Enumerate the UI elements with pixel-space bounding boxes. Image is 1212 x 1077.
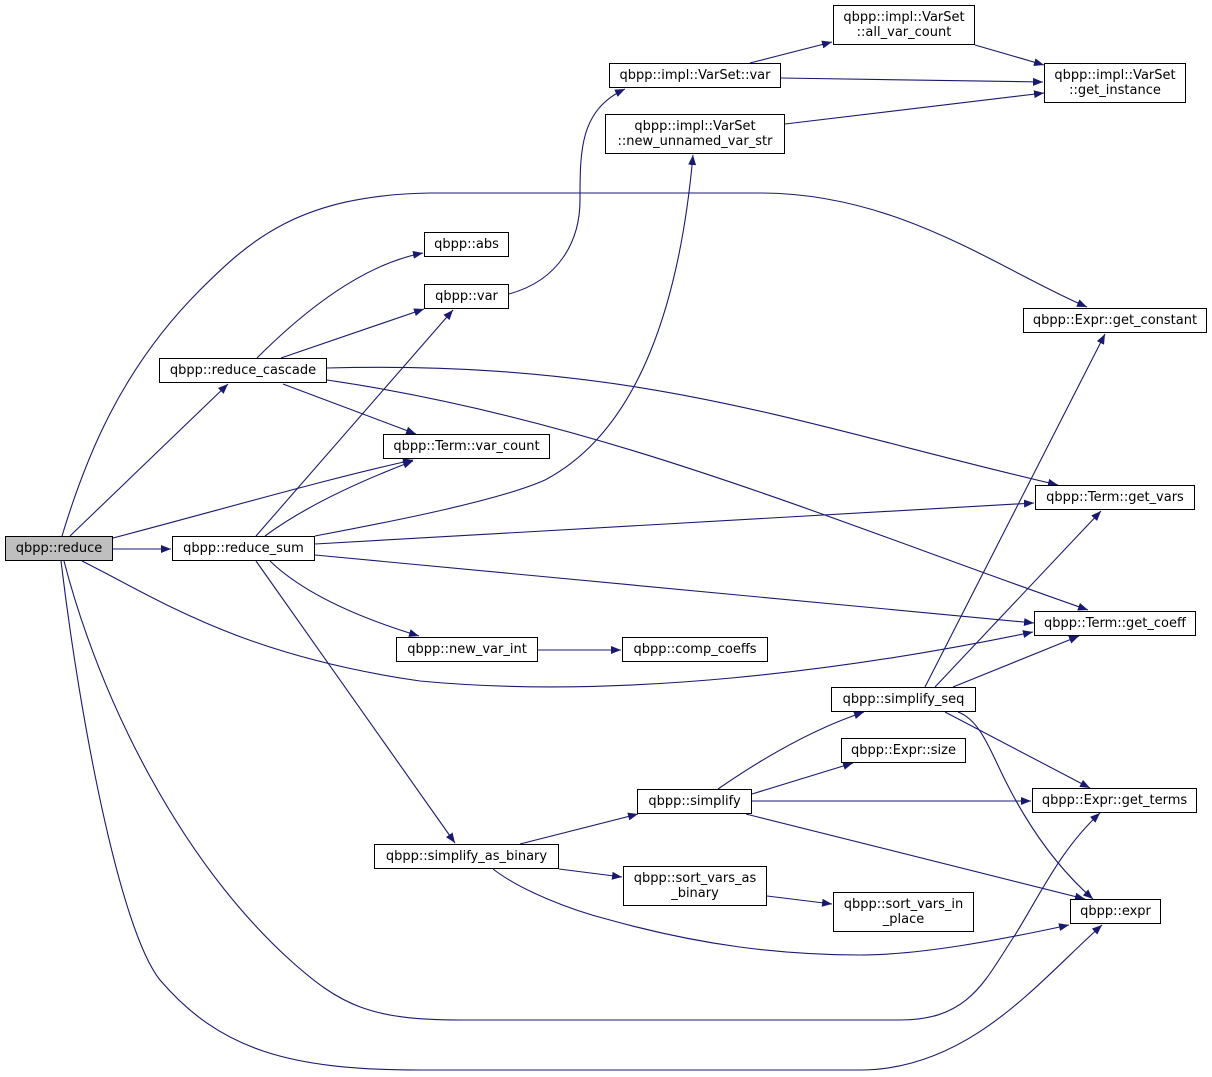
- node-varset-get-instance[interactable]: qbpp::impl::VarSet::get_instance: [1044, 63, 1186, 103]
- node-simplify[interactable]: qbpp::simplify: [637, 789, 752, 814]
- node-label-line: qbpp::reduce: [15, 541, 103, 556]
- node-label-line: ::all_var_count: [856, 25, 952, 40]
- edge-reduce-cascade-to-abs: [256, 250, 424, 359]
- node-label-line: qbpp::Term::get_coeff: [1044, 616, 1186, 631]
- edge-reduce-to-expr-get-terms: [63, 560, 1101, 1021]
- node-label-line: qbpp::reduce_sum: [183, 541, 304, 556]
- node-term-get-vars[interactable]: qbpp::Term::get_vars: [1035, 485, 1195, 510]
- edge-reduce-to-term-get-coeff: [81, 560, 1034, 688]
- edge-simplify-as-binary-to-sort-vars-as-binary: [558, 868, 623, 880]
- node-label-line: qbpp::Expr::size: [850, 743, 956, 758]
- node-reduce[interactable]: qbpp::reduce: [5, 536, 113, 561]
- edge-reduce-sum-to-new-var-int: [269, 560, 420, 637]
- node-reduce-cascade[interactable]: qbpp::reduce_cascade: [159, 358, 327, 383]
- edge-reduce-to-expr-get-constant: [61, 192, 1088, 537]
- node-varset-var[interactable]: qbpp::impl::VarSet::var: [609, 63, 781, 88]
- node-expr-size[interactable]: qbpp::Expr::size: [841, 738, 966, 763]
- edge-reduce-to-expr: [60, 560, 1103, 1071]
- node-sort-vars-in-place[interactable]: qbpp::sort_vars_in_place: [833, 892, 974, 932]
- node-label-line: qbpp::impl::VarSet: [634, 119, 756, 134]
- node-label-line: qbpp::Expr::get_terms: [1041, 793, 1188, 808]
- node-var[interactable]: qbpp::var: [424, 284, 509, 309]
- edge-varset-new-unnamed-var-str-to-varset-get-instance: [784, 90, 1045, 125]
- edge-simplify-seq-to-expr-get-constant: [924, 333, 1106, 688]
- edge-reduce-cascade-to-term-get-coeff: [326, 379, 1089, 611]
- node-label-line: ::new_unnamed_var_str: [617, 134, 773, 149]
- edge-reduce-sum-to-term-get-vars: [314, 499, 1035, 545]
- node-label-line: qbpp::sort_vars_as: [633, 871, 757, 886]
- node-label-line: qbpp::expr: [1080, 904, 1151, 919]
- node-abs[interactable]: qbpp::abs: [424, 232, 509, 257]
- node-comp-coeffs[interactable]: qbpp::comp_coeffs: [622, 637, 768, 662]
- edge-varset-var-to-varset-get-instance: [780, 77, 1044, 86]
- edge-simplify-as-binary-to-expr: [492, 868, 1070, 956]
- edge-simplify-to-expr-size: [751, 762, 854, 795]
- node-simplify-as-binary[interactable]: qbpp::simplify_as_binary: [374, 844, 559, 869]
- node-simplify-seq[interactable]: qbpp::simplify_seq: [831, 687, 976, 712]
- node-label-line: ::get_instance: [1069, 83, 1161, 98]
- edge-simplify-seq-to-expr: [957, 711, 1094, 900]
- edge-reduce-cascade-to-term-get-vars: [326, 366, 1059, 487]
- edge-reduce-sum-to-simplify-as-binary: [255, 560, 456, 844]
- edge-simplify-seq-to-term-get-coeff: [952, 635, 1080, 688]
- edge-reduce-cascade-to-var: [280, 308, 425, 359]
- edge-sort-vars-as-binary-to-sort-vars-in-place: [766, 895, 833, 907]
- node-expr-get-constant[interactable]: qbpp::Expr::get_constant: [1023, 308, 1207, 333]
- node-expr-get-terms[interactable]: qbpp::Expr::get_terms: [1032, 788, 1197, 813]
- node-varset-all-var-count[interactable]: qbpp::impl::VarSet::all_var_count: [833, 5, 975, 45]
- node-term-get-coeff[interactable]: qbpp::Term::get_coeff: [1034, 611, 1196, 636]
- edge-reduce-sum-to-var: [255, 309, 454, 537]
- node-label-line: qbpp::simplify: [648, 794, 741, 809]
- edge-simplify-seq-to-term-get-vars: [934, 510, 1102, 688]
- edge-reduce-to-reduce-cascade: [69, 383, 229, 537]
- node-label-line: qbpp::Term::var_count: [393, 439, 540, 454]
- node-label-line: qbpp::impl::VarSet::var: [619, 68, 771, 83]
- node-label-line: qbpp::simplify_as_binary: [385, 849, 548, 864]
- node-label-line: _place: [882, 912, 925, 927]
- node-label-line: qbpp::Expr::get_constant: [1032, 313, 1198, 328]
- node-label-line: qbpp::comp_coeffs: [633, 642, 757, 657]
- edge-reduce-sum-to-term-get-coeff: [314, 554, 1035, 627]
- node-label-line: _binary: [671, 886, 719, 901]
- node-label-line: qbpp::Term::get_vars: [1046, 490, 1184, 505]
- edge-varset-all-var-count-to-varset-get-instance: [974, 44, 1045, 67]
- node-label-line: qbpp::impl::VarSet: [1054, 68, 1176, 83]
- edge-reduce-sum-to-varset-new-unnamed-var-str: [314, 154, 697, 537]
- node-label-line: qbpp::impl::VarSet: [843, 10, 965, 25]
- node-label-line: qbpp::abs: [434, 237, 499, 252]
- node-term-var-count[interactable]: qbpp::Term::var_count: [383, 434, 550, 459]
- edge-reduce-cascade-to-term-var-count: [282, 383, 417, 435]
- node-sort-vars-as-binary[interactable]: qbpp::sort_vars_as_binary: [623, 866, 767, 906]
- edge-varset-var-to-varset-all-var-count: [749, 40, 833, 64]
- node-label-line: qbpp::reduce_cascade: [169, 363, 317, 378]
- edge-simplify-to-simplify-seq: [717, 711, 865, 790]
- edge-simplify-as-binary-to-simplify: [519, 812, 639, 845]
- node-label-line: qbpp::var: [435, 289, 498, 304]
- edge-simplify-seq-to-expr-get-terms: [944, 711, 1091, 789]
- node-label-line: qbpp::new_var_int: [407, 642, 527, 657]
- edge-simplify-to-expr: [745, 813, 1086, 901]
- node-label-line: qbpp::simplify_seq: [842, 692, 965, 707]
- node-new-var-int[interactable]: qbpp::new_var_int: [396, 637, 538, 662]
- edge-reduce-sum-to-term-var-count: [264, 460, 414, 537]
- node-label-line: qbpp::sort_vars_in: [843, 897, 964, 912]
- node-varset-new-unnamed-var-str[interactable]: qbpp::impl::VarSet::new_unnamed_var_str: [605, 114, 785, 154]
- edge-var-to-varset-var: [508, 88, 626, 295]
- node-reduce-sum[interactable]: qbpp::reduce_sum: [172, 536, 315, 561]
- node-expr[interactable]: qbpp::expr: [1070, 899, 1161, 924]
- edge-reduce-to-term-var-count: [112, 458, 414, 539]
